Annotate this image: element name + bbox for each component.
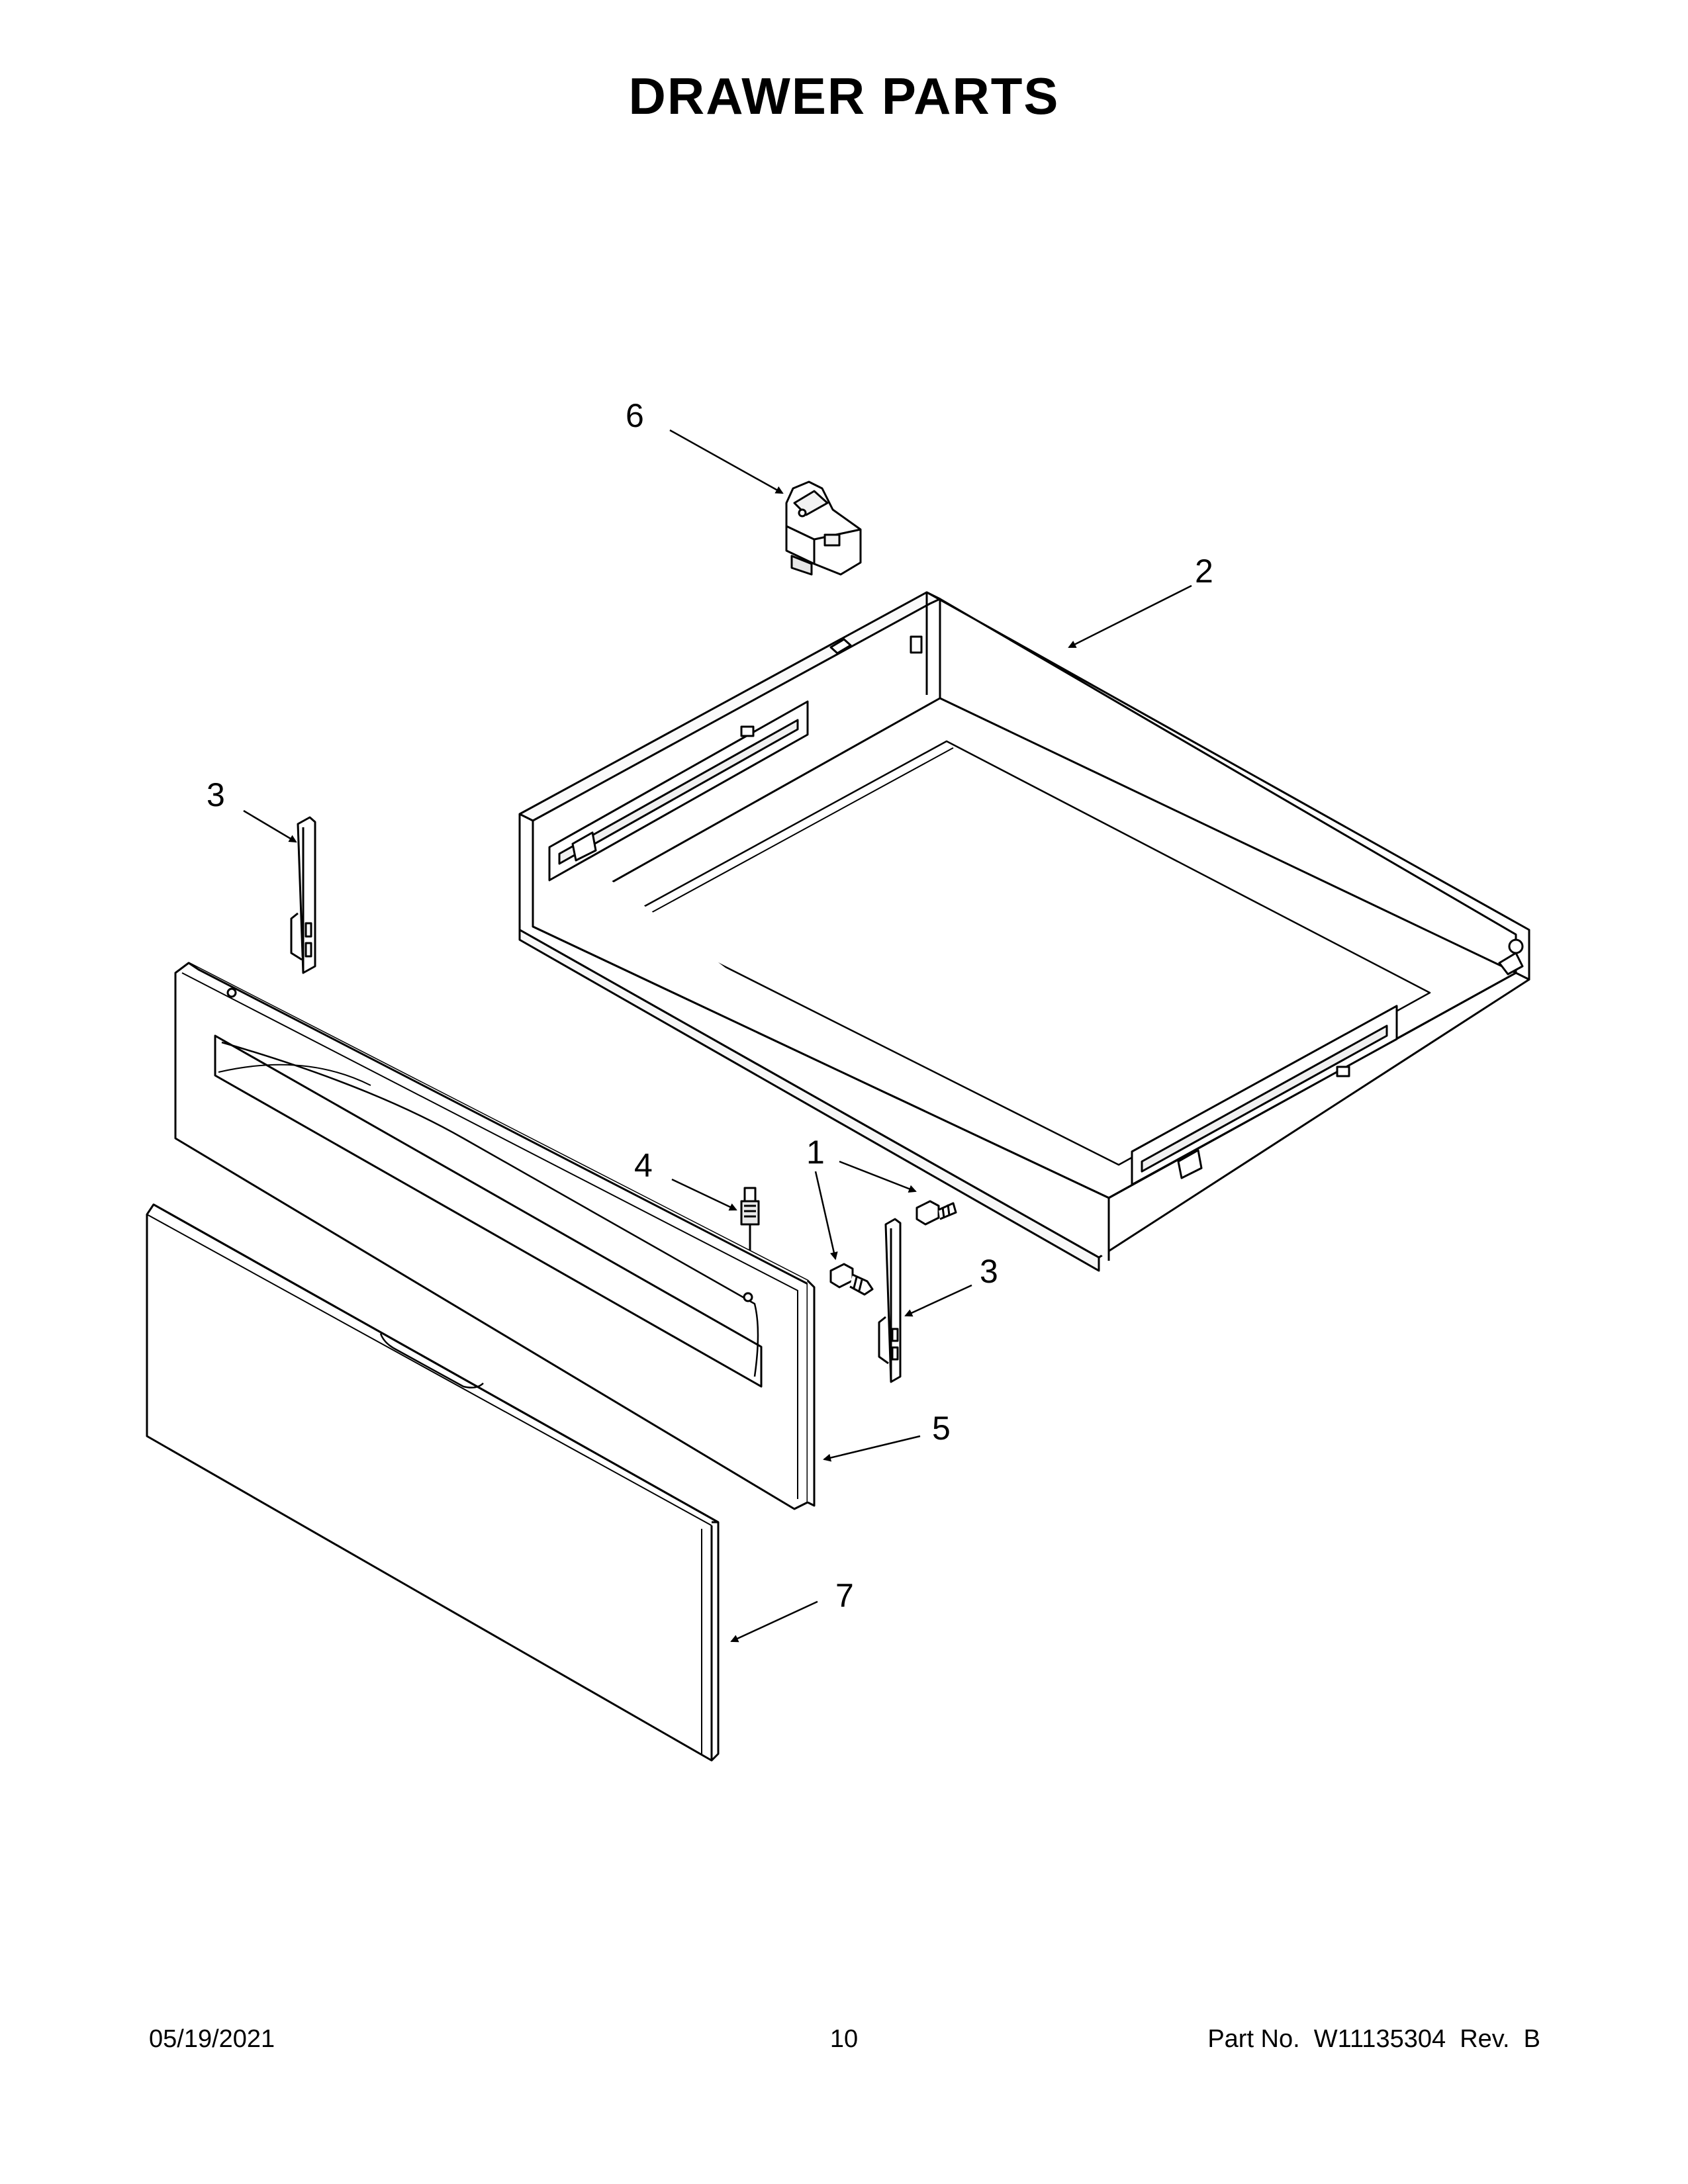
leader-6 — [669, 429, 784, 494]
footer-date: 05/19/2021 — [149, 2025, 275, 2053]
callout-3-right: 3 — [980, 1253, 998, 1290]
callout-7: 7 — [835, 1577, 854, 1614]
leader-3-right — [904, 1284, 972, 1317]
drawer-slide-bracket-icon — [878, 1218, 902, 1383]
callouts: 6 2 3 4 1 3 5 7 — [207, 397, 1213, 1614]
page-title: DRAWER PARTS — [628, 67, 1060, 125]
leader-lines — [243, 429, 1192, 1643]
footer-page-number: 10 — [829, 2025, 859, 2053]
callout-1: 1 — [806, 1134, 825, 1171]
leader-3-left — [243, 809, 297, 843]
drawer-stop-bracket-icon — [785, 480, 862, 576]
footer-part-number: Part No. W11135304 Rev. B — [1207, 2025, 1540, 2053]
screw-icon — [915, 1200, 957, 1226]
leader-4 — [671, 1178, 737, 1211]
drawer-panel-icon — [146, 1203, 720, 1762]
screw-icon — [829, 1263, 874, 1296]
leader-7 — [730, 1600, 818, 1643]
drawer-front-frame-icon — [174, 962, 816, 1510]
leader-1b — [839, 1160, 917, 1193]
leader-1a — [814, 1171, 838, 1260]
drawer-slide-bracket-icon — [290, 816, 316, 974]
callout-6: 6 — [626, 397, 644, 434]
callout-3-left: 3 — [207, 776, 225, 813]
drawer-body-icon — [518, 591, 1530, 1272]
callout-4: 4 — [634, 1147, 653, 1184]
leader-2 — [1068, 584, 1192, 649]
callout-5: 5 — [932, 1410, 951, 1447]
callout-2: 2 — [1195, 553, 1213, 590]
leader-5 — [823, 1435, 921, 1462]
